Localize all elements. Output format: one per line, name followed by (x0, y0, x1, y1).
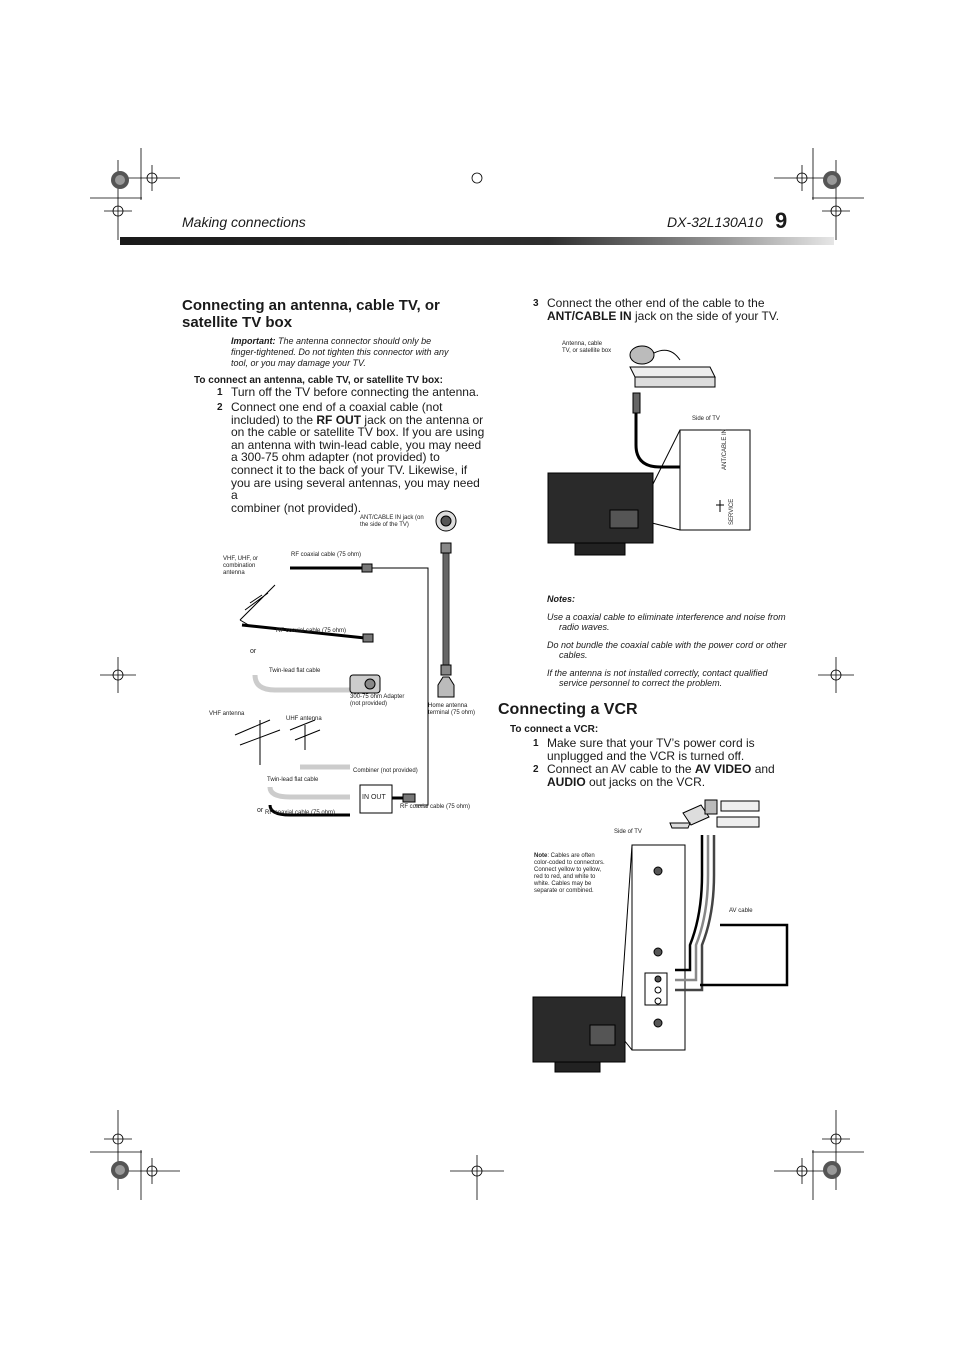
note-3: If the antenna is not installed correctl… (547, 668, 768, 688)
antenna-step-3: 3 Connect the other end of the cable to … (533, 296, 780, 323)
uhf-antenna-label: UHF antenna (286, 716, 322, 722)
or-label-1: or (250, 648, 257, 655)
antenna-step-1: 1 Turn off the TV before connecting the … (217, 385, 479, 399)
vhf-antenna-label: VHF antenna (209, 711, 245, 717)
cable-color-note: Note: Cables are often color-coded to co… (534, 853, 605, 894)
vcr-step-2: 2 Connect an AV cable to the AV VIDEO an… (533, 762, 775, 789)
header-model: DX-32L130A10 (667, 214, 763, 230)
side-of-tv-label: Side of TV (692, 416, 720, 422)
combiner-label: Combiner (not provided) (353, 768, 418, 774)
adapter-label: 300-75 ohm Adapter(not provided) (350, 694, 405, 707)
vcr-side-of-tv-label: Side of TV (614, 829, 642, 835)
service-label: SERVICE (729, 498, 735, 525)
important-note: Important: The antenna connector should … (231, 336, 449, 368)
vcr-step-1: 1 Make sure that your TV’s power cord is… (533, 736, 755, 763)
rf-cable-mid-label: RF coaxial cable (75 ohm) (276, 628, 347, 634)
combiner-in-out: IN OUT (362, 794, 386, 801)
header-section: Making connections (182, 214, 306, 230)
notes-title: Notes: (547, 594, 576, 604)
note-2: Do not bundle the coaxial cable with the… (547, 640, 787, 660)
antenna-step-2: 2 Connect one end of a coaxial cable (no… (217, 400, 485, 515)
ant-cable-in-label: ANT/CABLE IN (722, 428, 728, 470)
av-cable-label: AV cable (729, 908, 753, 914)
antenna-connection-diagram (234, 510, 457, 817)
tv-ant-diagram (547, 345, 751, 556)
header-rule (120, 237, 834, 245)
antenna-procedure-title: To connect an antenna, cable TV, or sate… (194, 375, 443, 386)
antenna-section-title: Connecting an antenna, cable TV, or sate… (182, 297, 440, 331)
or-label-2: or (257, 807, 264, 814)
twin-lead-label-2: Twin-lead flat cable (267, 777, 319, 783)
page-number: 9 (775, 208, 788, 233)
vcr-connection-diagram (532, 799, 789, 1073)
rf-cable-right-label: RF coaxial cable (75 ohm) (400, 804, 471, 810)
note-1: Use a coaxial cable to eliminate interfe… (547, 612, 786, 632)
rf-cable-bottom-label: RF coaxial cable (75 ohm) (265, 810, 336, 816)
important-label: Important: (231, 336, 276, 346)
vcr-section-title: Connecting a VCR (498, 701, 638, 718)
twin-lead-label: Twin-lead flat cable (269, 668, 321, 674)
vcr-procedure-title: To connect a VCR: (510, 724, 599, 735)
rf-cable-top-label: RF coaxial cable (75 ohm) (291, 552, 362, 558)
